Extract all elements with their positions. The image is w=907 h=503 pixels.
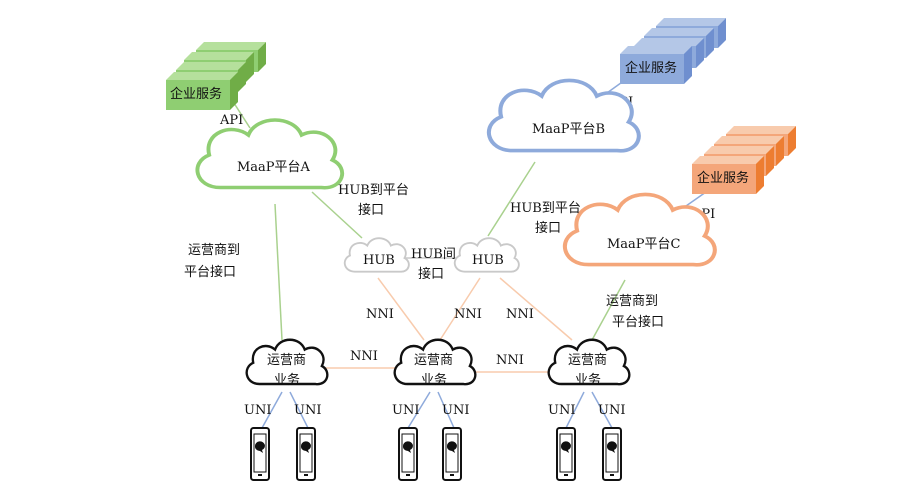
link-uni: [565, 391, 585, 429]
platform-a-cloud: MaaP平台A: [195, 118, 345, 190]
carrier-service-label-2: 业务: [274, 372, 300, 388]
hub-to-platform-label-left-1: HUB到平台: [338, 183, 409, 198]
enterprise-service-label-b: 企业服务: [625, 60, 677, 76]
phones-group: [250, 427, 622, 481]
nni-label: NNI: [454, 307, 482, 322]
link-platform-a-carrier-left: [274, 203, 283, 341]
hub-interface-label-2: 接口: [418, 266, 444, 282]
link-uni: [407, 391, 431, 429]
platform-a-label: MaaP平台A: [237, 160, 311, 175]
platform-b-label: MaaP平台B: [532, 122, 605, 137]
carrier-service-cloud-left: 运营商 业务: [245, 338, 329, 388]
link-uni: [437, 391, 455, 429]
uni-label: UNI: [548, 403, 575, 418]
server-stack-icon: 企业服务: [166, 42, 266, 110]
nni-label: NNI: [506, 307, 534, 322]
smartphone-chat-icon: [442, 427, 462, 481]
smartphone-chat-icon: [398, 427, 418, 481]
link-platform-c-carrier-right: [591, 279, 626, 341]
link-api-c: [685, 191, 707, 207]
carrier-to-platform-label-left-1: 运营商到: [188, 243, 240, 258]
link-nni-hubr-carrier-right: [499, 277, 573, 341]
uni-label: UNI: [598, 403, 625, 418]
uni-label: UNI: [392, 403, 419, 418]
hub-to-platform-label-right-1: HUB到平台: [510, 201, 581, 216]
hub-left-label: HUB: [363, 253, 395, 268]
server-stack-icon: 企业服务: [620, 18, 726, 84]
hub-to-platform-label-left-2: 接口: [358, 202, 384, 218]
carrier-to-platform-label-right-2: 平台接口: [612, 314, 664, 330]
link-platform-a-hub-left: [311, 191, 363, 239]
platform-b-cloud: MaaP平台B: [489, 80, 639, 150]
api-label-a: API: [219, 113, 243, 128]
link-nni-hubr-carrier-mid: [439, 277, 481, 341]
nni-label: NNI: [496, 353, 524, 368]
link-uni: [289, 391, 309, 429]
uni-label: UNI: [442, 403, 469, 418]
platform-c-label: MaaP平台C: [607, 237, 681, 252]
carrier-service-cloud-middle: 运营商 业务: [393, 338, 477, 388]
carrier-service-label-1: 运营商: [568, 353, 607, 368]
nni-label: NNI: [366, 307, 394, 322]
carrier-service-cloud-right: 运营商 业务: [547, 338, 631, 388]
carrier-service-label-1: 运营商: [414, 353, 453, 368]
enterprise-service-label-c: 企业服务: [697, 170, 749, 186]
hub-interface-label-1: HUB间: [411, 247, 456, 262]
link-uni: [591, 391, 613, 429]
uni-label: UNI: [244, 403, 271, 418]
smartphone-chat-icon: [296, 427, 316, 481]
carrier-service-label-1: 运营商: [267, 353, 306, 368]
carrier-to-platform-label-left-2: 平台接口: [184, 264, 236, 280]
enterprise-service-label-a: 企业服务: [170, 86, 222, 102]
smartphone-chat-icon: [602, 427, 622, 481]
platform-c-cloud: MaaP平台C: [565, 194, 715, 264]
connection-lines: [231, 79, 707, 429]
carrier-to-platform-label-right-1: 运营商到: [606, 294, 658, 309]
link-uni: [261, 391, 283, 429]
carrier-service-label-2: 业务: [575, 372, 601, 388]
link-nni-hubl-carrier-mid: [377, 277, 425, 341]
smartphone-chat-icon: [250, 427, 270, 481]
hub-right-label: HUB: [472, 253, 504, 268]
smartphone-chat-icon: [556, 427, 576, 481]
hub-right-cloud: HUB: [453, 237, 520, 273]
carrier-service-label-2: 业务: [421, 372, 447, 388]
server-stack-icon: 企业服务: [692, 126, 796, 194]
hub-left-cloud: HUB: [343, 237, 410, 273]
link-platform-b-hub-right: [487, 161, 536, 237]
hub-to-platform-label-right-2: 接口: [535, 220, 561, 236]
uni-label: UNI: [294, 403, 321, 418]
nni-label: NNI: [350, 349, 378, 364]
